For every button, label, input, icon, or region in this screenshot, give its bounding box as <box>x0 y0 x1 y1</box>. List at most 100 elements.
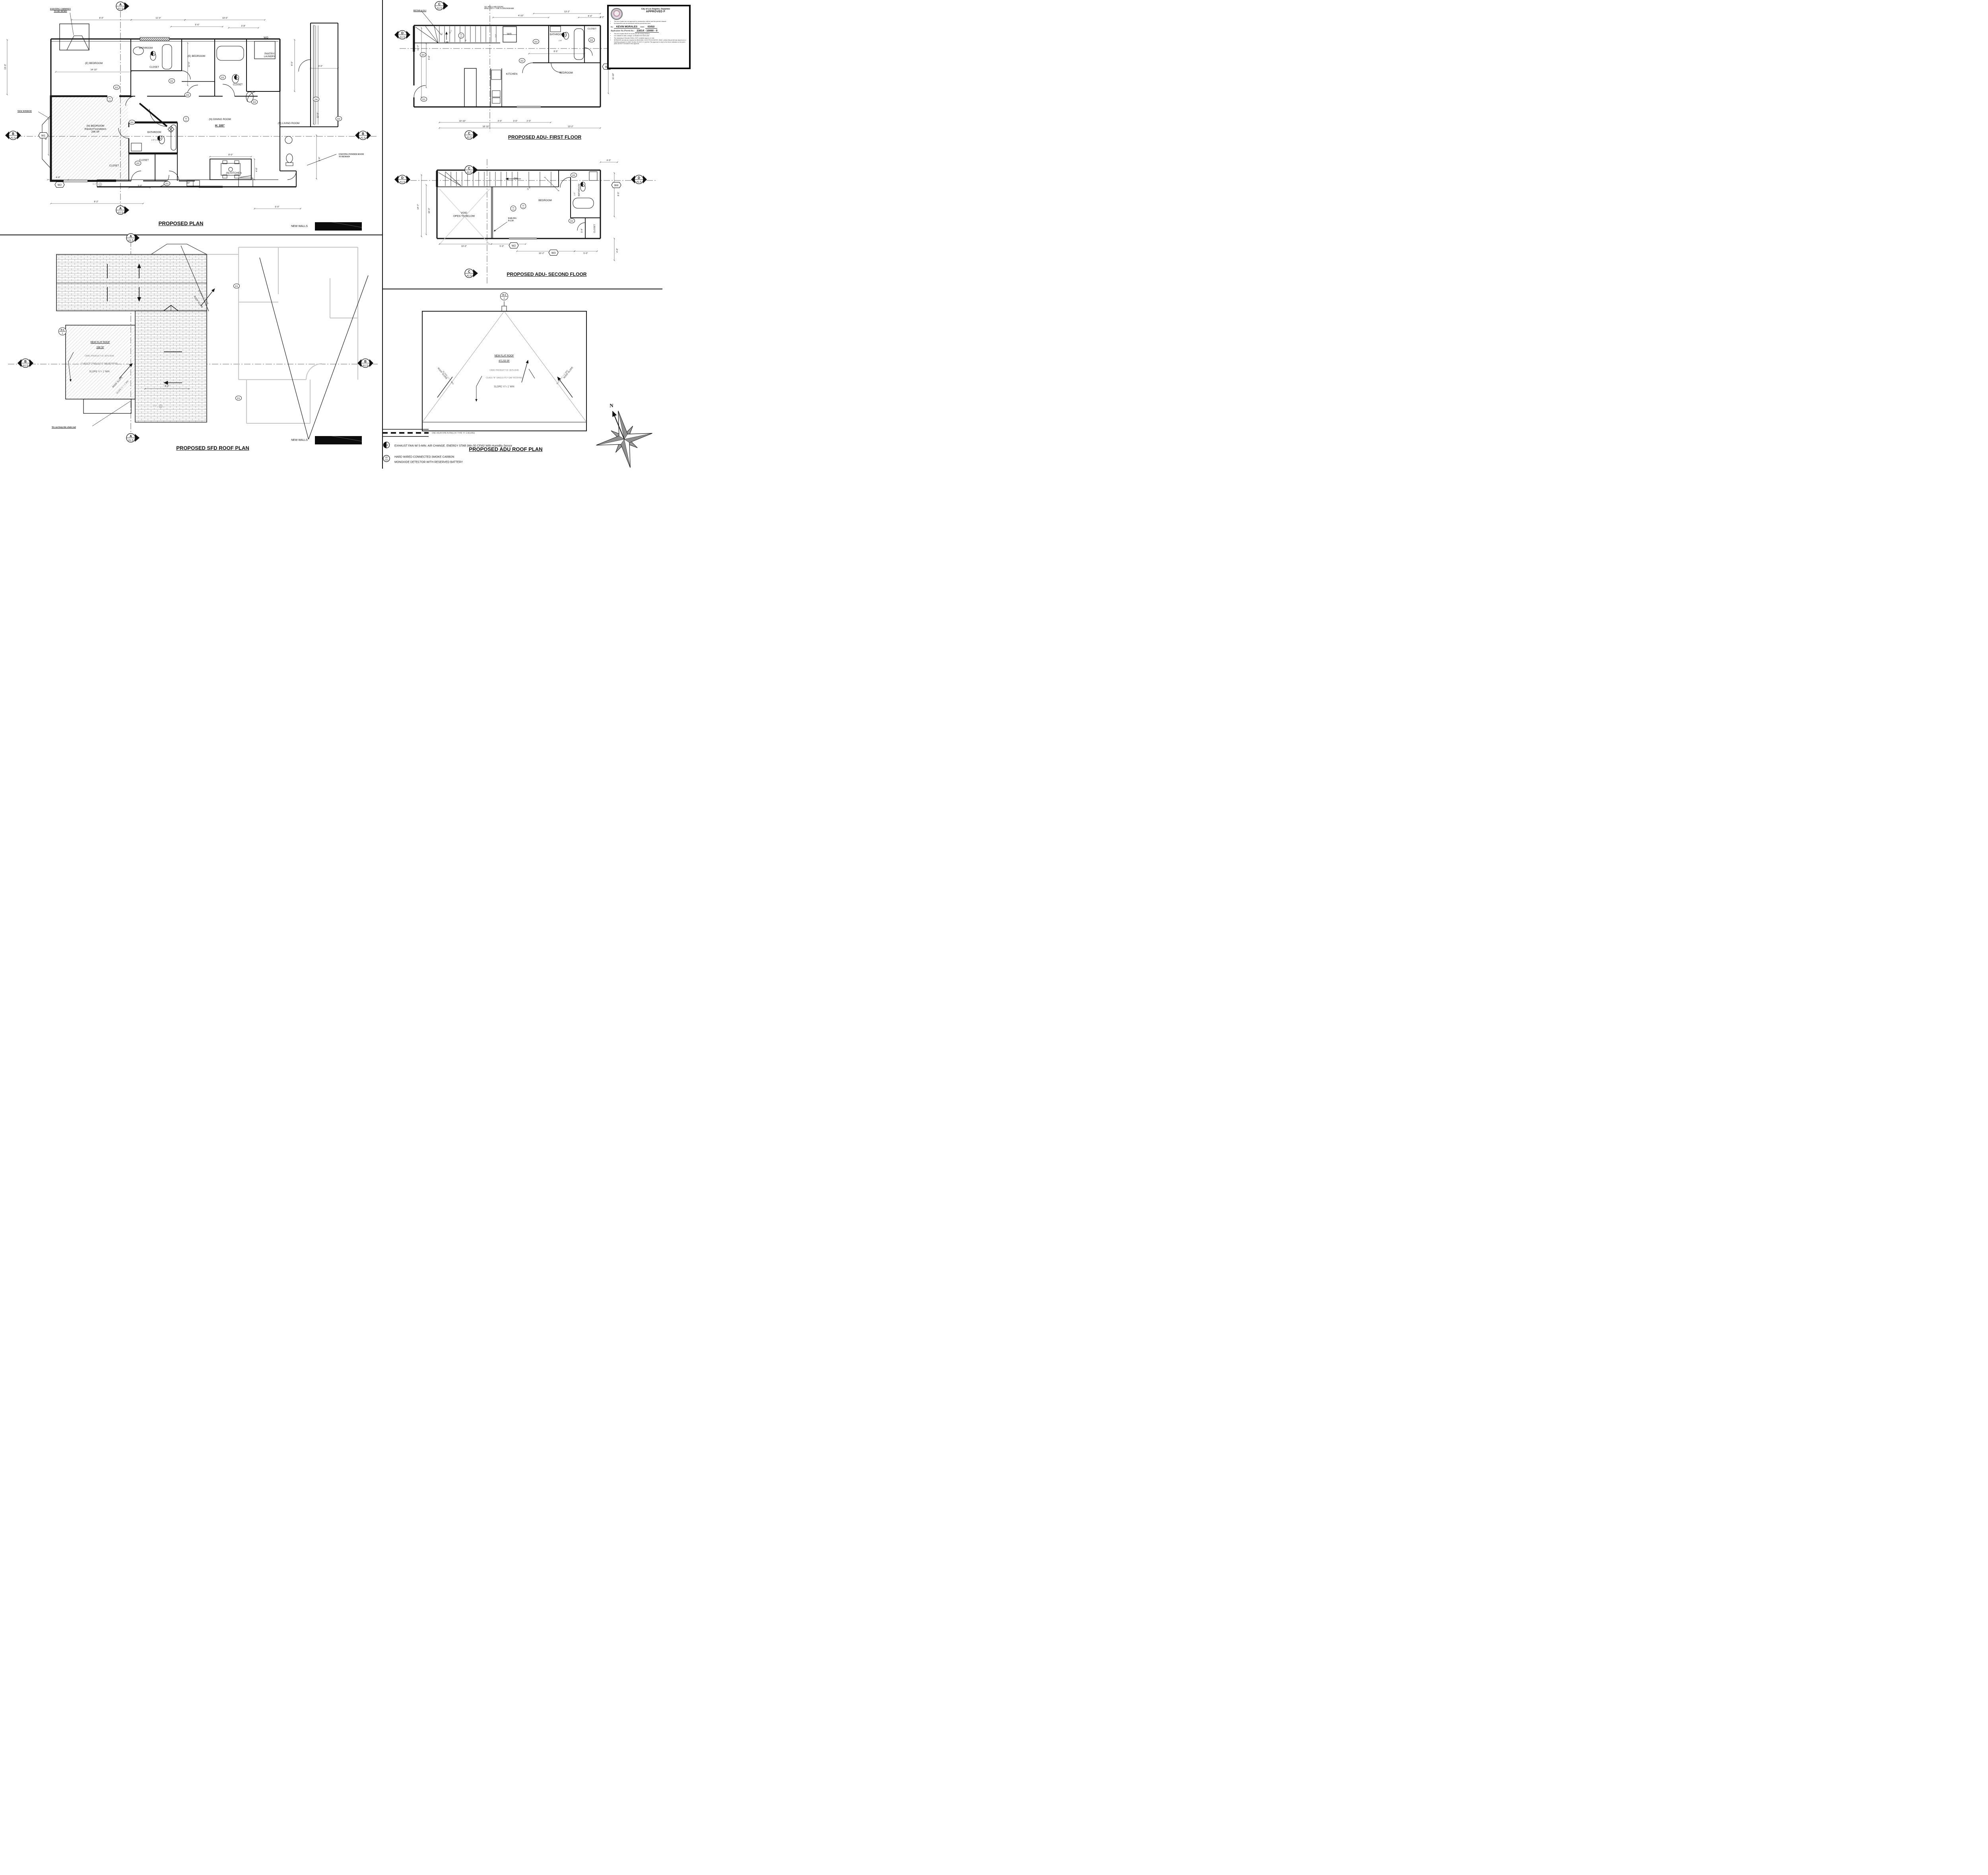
room-adu2-bedroom: BEDROOM <box>538 199 552 202</box>
svg-text:B: B <box>362 132 364 136</box>
label: 18'-10" <box>482 125 489 128</box>
svg-text:A1.5: A1.5 <box>128 439 134 442</box>
room-e-bedroom: (E) BEDROOM <box>85 62 103 65</box>
svg-text:D2: D2 <box>186 94 189 97</box>
svg-text:A1.5: A1.5 <box>23 365 28 367</box>
svg-text:D-1: D-1 <box>502 294 506 297</box>
label: CLOSET <box>149 66 159 69</box>
label: 8'-5" <box>617 192 620 196</box>
svg-text:B: B <box>12 132 14 136</box>
svg-text:A1.5: A1.5 <box>128 239 134 242</box>
title-adu-second: PROPOSED ADU- SECOND FLOOR <box>507 271 587 277</box>
room-adu-bathroom: BATHROOM <box>549 33 564 36</box>
approval-stamp: City of Los Angeles, Departme APPROVED F… <box>607 5 691 69</box>
label: CLOSET <box>139 159 149 162</box>
label: 10'-2" <box>538 252 545 255</box>
label: 1'-6" 1'-6" <box>151 139 159 141</box>
door-tag-d1: D1 <box>420 97 427 104</box>
note-keep-roof: We can Keep this whole roof <box>52 427 76 429</box>
svg-text:CO: CO <box>460 36 462 38</box>
room-adu-kitchen: KITCHEN <box>506 73 518 76</box>
label: W/D <box>507 33 512 36</box>
label: BATHROOM <box>147 131 161 134</box>
label: 8'-5" <box>291 61 293 66</box>
label: CLASS "B" SINGLE-PLY GAF ROOFING <box>486 377 522 380</box>
label: 10'-3" <box>428 207 431 214</box>
svg-text:D2: D2 <box>253 101 256 104</box>
label: DN <box>514 177 518 180</box>
svg-text:D1: D1 <box>165 183 168 185</box>
svg-text:D2: D2 <box>115 87 118 89</box>
label: 0.0" <box>93 183 97 186</box>
svg-text:D: D <box>638 176 640 180</box>
door-tag-d2: D2 <box>588 37 595 45</box>
label: 4'-0" <box>495 34 497 38</box>
svg-text:SD: SD <box>185 117 187 119</box>
svg-text:A1.5: A1.5 <box>361 137 366 140</box>
svg-text:D1: D1 <box>237 397 240 400</box>
label: CLOSET <box>593 224 596 233</box>
label: 3'-0" <box>138 184 142 187</box>
stamp-bullet: No inspection can be scheduled until the… <box>614 23 687 24</box>
stamp-by-label: By: <box>611 26 613 28</box>
label: CLOSET <box>233 83 243 86</box>
svg-text:F: F <box>387 444 388 447</box>
window-tag-w2: W2 <box>54 182 65 190</box>
label: 12'-0" <box>316 112 319 118</box>
door-tag-d2: D2 <box>113 85 120 92</box>
plan-linework <box>6 5 656 468</box>
svg-text:F: F <box>565 34 566 37</box>
label: 11'-0" <box>155 17 161 19</box>
stamp-date-label: Date: <box>640 26 645 28</box>
label: 3'-0" <box>497 120 502 122</box>
window-tag-w1: W1 <box>38 132 49 141</box>
label: 20" <box>186 182 190 184</box>
label: 3'-8" <box>241 25 246 27</box>
label: 4'-0" <box>606 159 611 162</box>
exhaust-fan-icon: F <box>580 182 586 189</box>
compass-north-label: N <box>610 402 613 409</box>
door-tag-d4: D4 <box>313 97 320 104</box>
door-tag-d2: D2 <box>168 78 175 85</box>
svg-text:F: F <box>583 184 584 186</box>
door-tag-d2: D2 <box>532 39 540 46</box>
svg-text:D: D <box>401 176 404 180</box>
note-existing-chimney: EXISTING CHIMNEY TO BE DEMO <box>50 8 71 13</box>
svg-text:CO: CO <box>385 459 388 461</box>
stamp-bullet: It is unlawful to alter, change, or devi… <box>614 35 687 37</box>
svg-text:W3: W3 <box>551 252 556 255</box>
label: 471.53 SF <box>499 360 510 363</box>
label: 13'-2" <box>564 10 570 13</box>
svg-text:A1.5: A1.5 <box>467 136 472 139</box>
svg-text:A1.5: A1.5 <box>400 181 405 184</box>
svg-text:F: F <box>237 77 238 79</box>
legend-new-walls: NEW WALLS <box>291 225 308 228</box>
label: 14'-7" <box>417 45 419 51</box>
label: 10'-0" <box>461 245 467 248</box>
svg-text:W1: W1 <box>41 135 46 138</box>
compass-rose <box>596 411 652 468</box>
label: 5'-4" <box>580 228 583 233</box>
exhaust-fan-icon: F <box>150 51 156 58</box>
svg-text:2: 2 <box>503 298 505 300</box>
door-tag-d2: D2 <box>219 75 226 82</box>
label: 4'-0" <box>255 167 258 172</box>
legend-smoke-detector-1: HARD WIRED CONNECTED SMOKE CARBON <box>394 456 454 459</box>
title-sfd-roof: PROPOSED SFD ROOF PLAN <box>176 445 249 451</box>
label: CLASS "B" SINGLE-PLY GAF ROOFING <box>81 363 118 365</box>
label: 5'-9" <box>318 157 321 161</box>
svg-text:W4: W4 <box>614 184 619 187</box>
svg-text:D-1: D-1 <box>60 329 64 332</box>
label: H: 100" <box>215 124 225 127</box>
svg-text:D2: D2 <box>534 41 537 43</box>
door-tag-d3: D3 <box>419 52 427 59</box>
label: 8'-0" <box>99 17 104 19</box>
label-void: VOID OPEN TO BELOW <box>453 211 475 217</box>
note-railing: RAILING D-2/20 <box>508 217 517 222</box>
new-walls-swatch-roof <box>315 436 362 444</box>
